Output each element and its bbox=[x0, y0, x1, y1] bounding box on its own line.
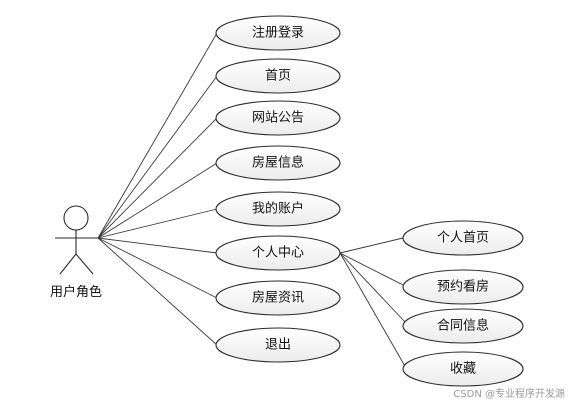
assoc-notice bbox=[97, 117, 218, 239]
use-case-house-info[interactable]: 房屋信息 bbox=[215, 145, 341, 181]
use-case-label: 收藏 bbox=[450, 362, 476, 377]
use-case-label: 首页 bbox=[265, 69, 291, 84]
assoc-home bbox=[97, 75, 218, 239]
assoc-house-news bbox=[97, 237, 218, 299]
use-case-label: 我的账户 bbox=[252, 201, 304, 217]
use-case-notice[interactable]: 网站公告 bbox=[215, 100, 341, 136]
use-case-contract[interactable]: 合同信息 bbox=[402, 308, 524, 344]
actor-associations bbox=[97, 32, 218, 346]
actor-right-leg bbox=[75, 253, 94, 275]
use-case-home[interactable]: 首页 bbox=[215, 58, 341, 94]
assoc-logout bbox=[97, 237, 218, 346]
use-case-label: 预约看房 bbox=[437, 279, 489, 295]
watermark: CSDN @专业程序开发源 bbox=[453, 387, 565, 400]
use-case-label: 个人中心 bbox=[252, 246, 304, 261]
link-personal-home bbox=[339, 237, 404, 254]
actor-figure: 用户角色 bbox=[50, 205, 102, 300]
actor-head bbox=[63, 205, 89, 231]
use-case-register[interactable]: 注册登录 bbox=[215, 15, 341, 51]
assoc-house-info bbox=[97, 162, 218, 239]
use-case-label: 个人首页 bbox=[437, 231, 489, 246]
assoc-personal-center bbox=[97, 237, 218, 254]
use-case-logout[interactable]: 退出 bbox=[215, 327, 341, 363]
link-contract bbox=[339, 252, 407, 324]
use-case-label: 合同信息 bbox=[437, 318, 489, 334]
use-case-house-news[interactable]: 房屋资讯 bbox=[215, 280, 341, 316]
use-case-my-account[interactable]: 我的账户 bbox=[215, 191, 341, 227]
use-case-label: 退出 bbox=[265, 338, 291, 353]
use-case-label: 房屋信息 bbox=[252, 155, 304, 171]
personal-center-links bbox=[339, 237, 407, 369]
actor-left-leg bbox=[59, 253, 77, 275]
assoc-my-account bbox=[97, 208, 218, 239]
actor-label: 用户角色 bbox=[50, 284, 102, 300]
use-case-booking[interactable]: 预约看房 bbox=[402, 269, 524, 305]
use-case-label: 网站公告 bbox=[252, 111, 304, 126]
use-case-favorites[interactable]: 收藏 bbox=[402, 351, 524, 387]
use-case-label: 注册登录 bbox=[252, 26, 304, 41]
assoc-register bbox=[97, 32, 218, 239]
use-case-personal-center[interactable]: 个人中心 bbox=[215, 235, 341, 271]
use-case-personal-home[interactable]: 个人首页 bbox=[402, 220, 524, 256]
link-favorites bbox=[339, 252, 407, 369]
link-booking bbox=[339, 252, 406, 287]
use-case-label: 房屋资讯 bbox=[252, 290, 304, 306]
